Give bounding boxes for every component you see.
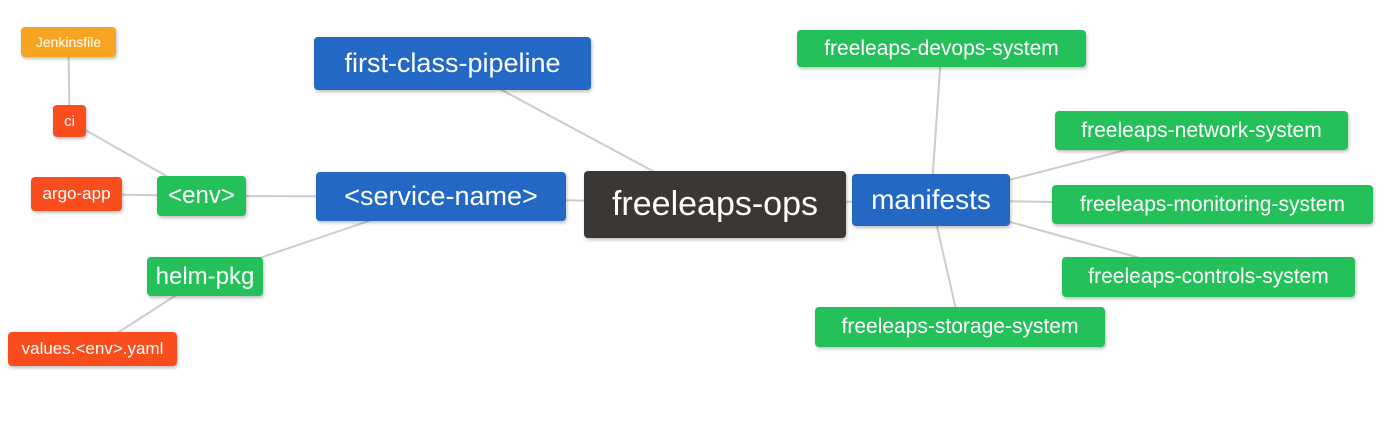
node-controls-system[interactable]: freeleaps-controls-system	[1062, 257, 1355, 297]
node-jenkinsfile[interactable]: Jenkinsfile	[21, 27, 116, 57]
node-env[interactable]: <env>	[157, 176, 246, 216]
node-helm-pkg[interactable]: helm-pkg	[147, 257, 263, 296]
node-argo-app[interactable]: argo-app	[31, 177, 122, 211]
node-first-class-pipeline[interactable]: first-class-pipeline	[314, 37, 591, 90]
node-monitoring-system[interactable]: freeleaps-monitoring-system	[1052, 185, 1373, 224]
node-manifests[interactable]: manifests	[852, 174, 1010, 226]
node-storage-system[interactable]: freeleaps-storage-system	[815, 307, 1105, 347]
node-network-system[interactable]: freeleaps-network-system	[1055, 111, 1348, 150]
node-values-env-yaml[interactable]: values.<env>.yaml	[8, 332, 177, 366]
node-service-name[interactable]: <service-name>	[316, 172, 566, 221]
node-freeleaps-ops[interactable]: freeleaps-ops	[584, 171, 846, 238]
node-devops-system[interactable]: freeleaps-devops-system	[797, 30, 1086, 67]
node-ci[interactable]: ci	[53, 105, 86, 137]
